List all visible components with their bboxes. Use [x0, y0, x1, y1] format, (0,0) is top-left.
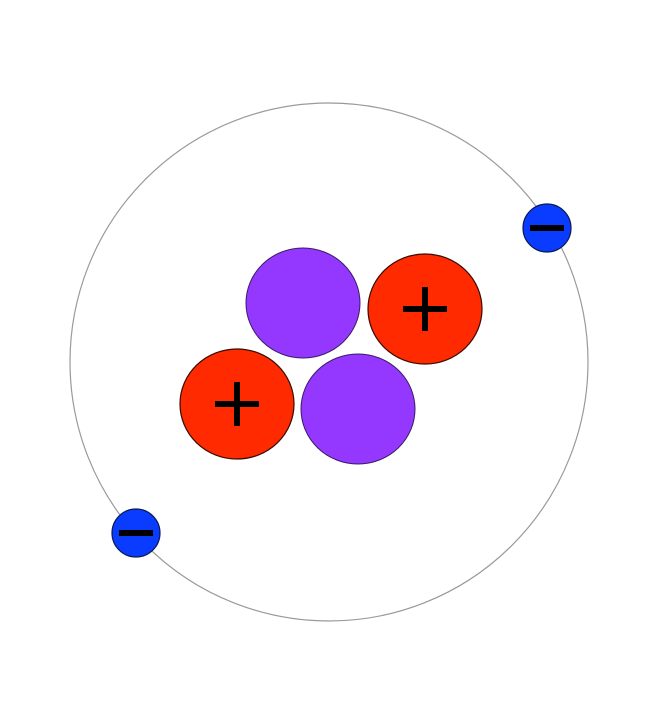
plus-sign-icon: [215, 382, 259, 426]
proton-1: [367, 253, 483, 365]
electron-2: [111, 508, 161, 558]
proton-2: [179, 348, 295, 460]
neutron-1: [245, 247, 361, 359]
electron-1: [522, 203, 572, 253]
electron-orbit: [69, 102, 589, 622]
nucleus: [179, 247, 483, 465]
neutron-2: [300, 353, 416, 465]
plus-sign-icon: [403, 287, 447, 331]
